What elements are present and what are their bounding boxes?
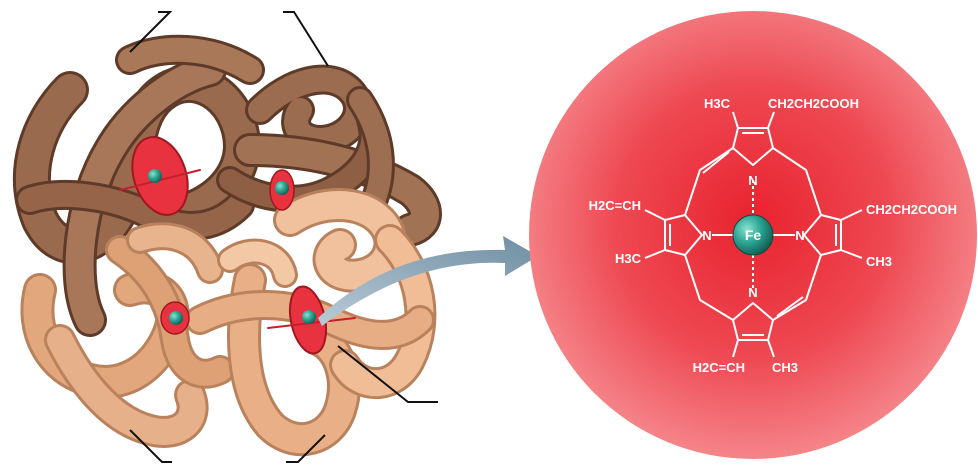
nitrogen-left: N xyxy=(702,228,711,243)
bracket-top-left xyxy=(129,11,173,53)
nitrogen-top: N xyxy=(748,173,757,188)
hemoglobin-protein xyxy=(13,34,442,457)
substituent-bottom-left: H2C=CH xyxy=(693,360,745,375)
iron-atom-3 xyxy=(169,311,183,325)
iron-atom-2 xyxy=(275,181,289,195)
fe-label: Fe xyxy=(745,227,762,243)
label-leader-lines xyxy=(129,11,438,463)
iron-atom-4 xyxy=(302,310,316,324)
iron-atom-center xyxy=(732,214,774,256)
heme-leader-line xyxy=(337,345,438,403)
zoom-arrow xyxy=(318,236,538,326)
heme-group-2 xyxy=(269,169,295,211)
iron-atom-1 xyxy=(148,169,162,183)
pyrrole-ring-left xyxy=(664,214,703,256)
alpha-subunit-left xyxy=(13,34,265,337)
substituent-right-bottom: CH3 xyxy=(866,254,892,269)
substituent-top-right: CH2CH2COOH xyxy=(768,96,859,111)
heme-structure xyxy=(644,111,863,358)
substituent-left-bottom: H3C xyxy=(615,251,642,266)
nitrogen-right: N xyxy=(795,228,804,243)
bracket-top-right xyxy=(283,11,329,67)
beta-subunit-left xyxy=(20,222,235,448)
substituent-top-left: H3C xyxy=(704,96,731,111)
bracket-bottom-left xyxy=(129,429,172,463)
pyrrole-ring-top xyxy=(732,127,774,166)
substituent-right-top: CH2CH2COOH xyxy=(866,202,957,217)
substituent-left-top: H2C=CH xyxy=(589,198,641,213)
heme-group-4 xyxy=(267,285,356,355)
pyrrole-ring-bottom xyxy=(732,302,774,341)
pyrrole-ring-right xyxy=(803,214,842,256)
bracket-bottom-right xyxy=(286,434,326,463)
substituent-bottom-right: CH3 xyxy=(772,360,798,375)
heme-group-3 xyxy=(160,301,190,335)
heme-group-1 xyxy=(119,136,201,216)
nitrogen-bottom: N xyxy=(748,285,757,300)
